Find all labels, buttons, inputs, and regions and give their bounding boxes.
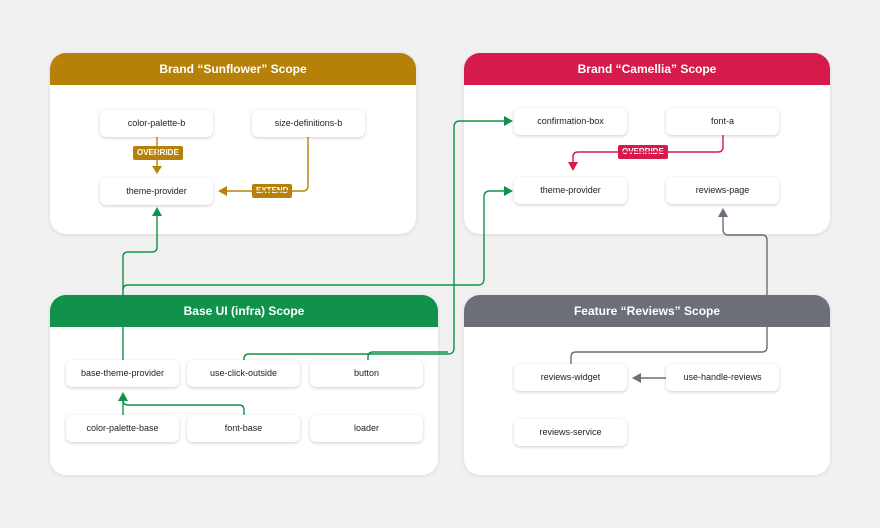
camellia-scope: Brand “Camellia” Scope [464, 53, 830, 234]
node-reviews-service[interactable]: reviews-service [514, 419, 627, 446]
node-size-definitions-b[interactable]: size-definitions-b [252, 110, 365, 137]
sunflower-scope-title: Brand “Sunflower” Scope [50, 53, 416, 85]
node-font-base[interactable]: font-base [187, 415, 300, 442]
extend-tag-sunflower: EXTEND [252, 184, 293, 198]
node-button[interactable]: button [310, 360, 423, 387]
override-tag-sunflower: OVERRIDE [133, 146, 183, 160]
node-base-theme-provider[interactable]: base-theme-provider [66, 360, 179, 387]
override-tag-camellia: OVERRIDE [618, 145, 668, 159]
node-font-a[interactable]: font-a [666, 108, 779, 135]
node-loader[interactable]: loader [310, 415, 423, 442]
base-ui-scope-title: Base UI (infra) Scope [50, 295, 438, 327]
node-color-palette-base[interactable]: color-palette-base [66, 415, 179, 442]
node-reviews-page[interactable]: reviews-page [666, 177, 779, 204]
node-camellia-theme-provider[interactable]: theme-provider [514, 177, 627, 204]
node-color-palette-b[interactable]: color-palette-b [100, 110, 213, 137]
node-reviews-widget[interactable]: reviews-widget [514, 364, 627, 391]
camellia-scope-title: Brand “Camellia” Scope [464, 53, 830, 85]
reviews-scope-title: Feature “Reviews” Scope [464, 295, 830, 327]
node-use-click-outside[interactable]: use-click-outside [187, 360, 300, 387]
node-use-handle-reviews[interactable]: use-handle-reviews [666, 364, 779, 391]
sunflower-scope: Brand “Sunflower” Scope [50, 53, 416, 234]
node-confirmation-box[interactable]: confirmation-box [514, 108, 627, 135]
node-sunflower-theme-provider[interactable]: theme-provider [100, 178, 213, 205]
